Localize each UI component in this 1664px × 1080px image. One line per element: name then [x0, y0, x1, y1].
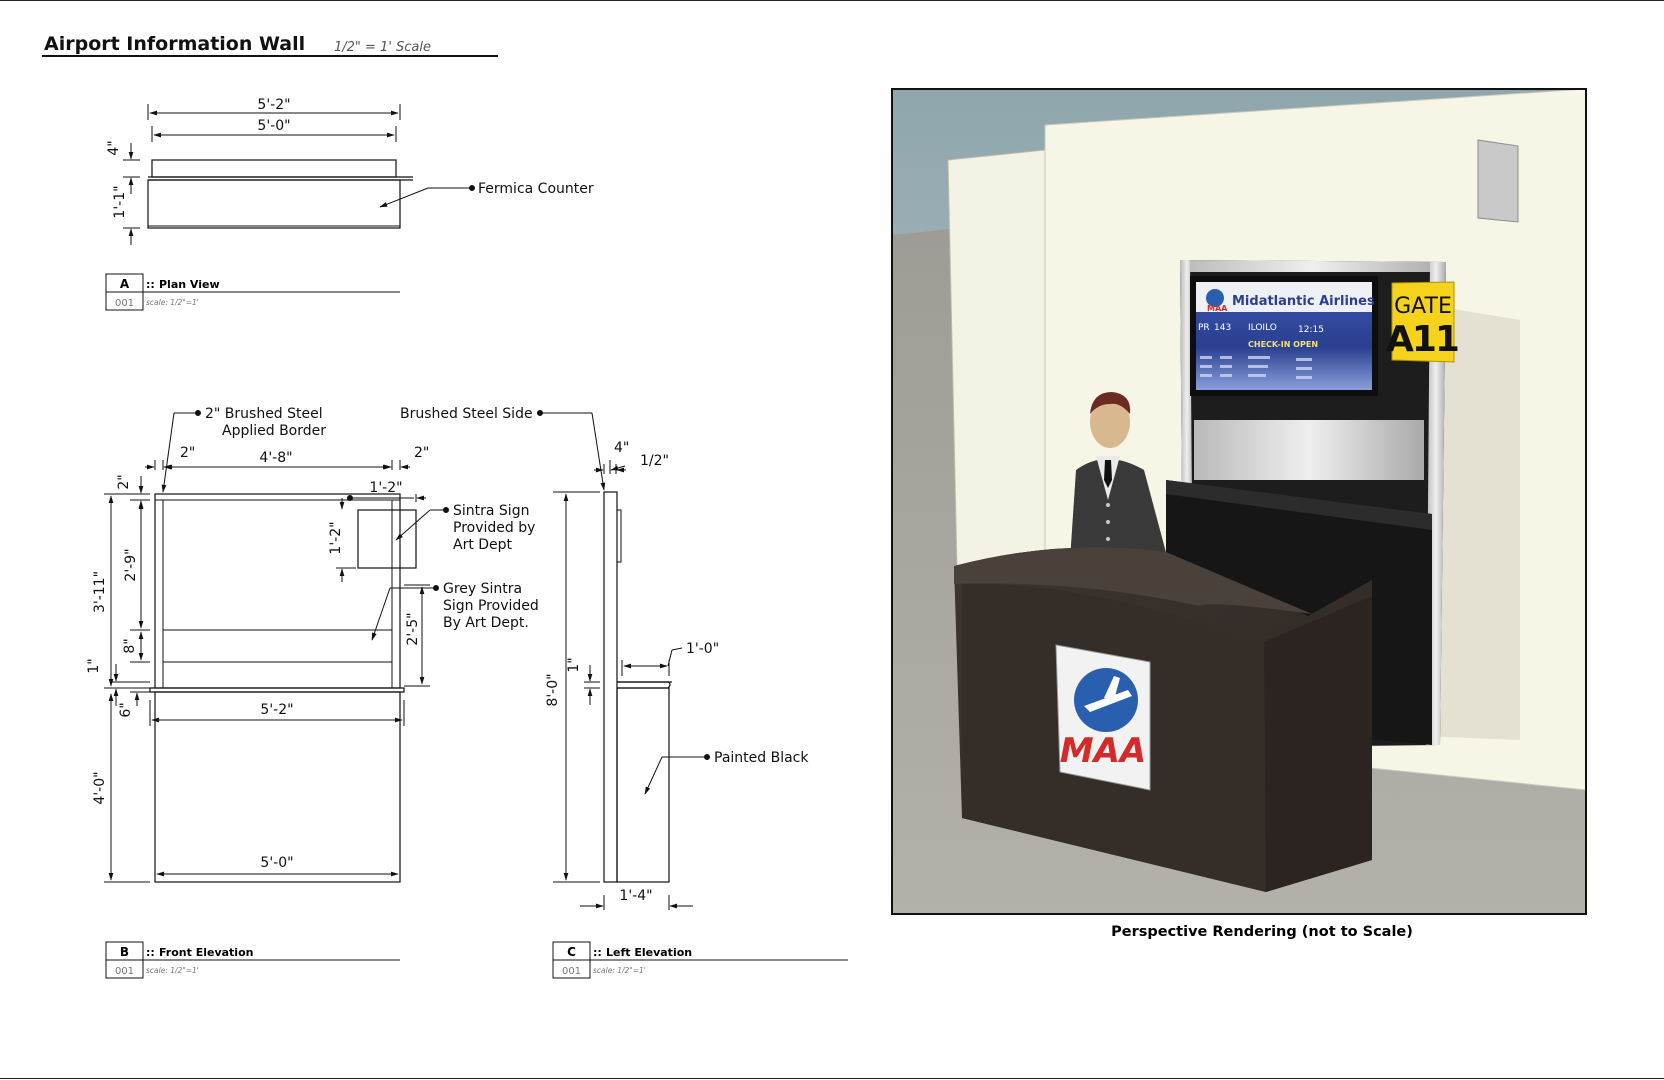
- left-tag-letter: C: [567, 945, 576, 959]
- left-counter-depth-dim: 1'-0": [686, 641, 719, 657]
- plan-overall-width-dim: 5'-2": [257, 97, 290, 113]
- left-base-depth-dim: 1'-4": [619, 888, 652, 904]
- plan-depth-counter-dim: 1'-1": [112, 185, 128, 218]
- plan-counter-callout: Fermica Counter: [478, 181, 594, 197]
- plan-tag-scale: scale: 1/2"=1': [146, 298, 199, 307]
- front-base-height-dim: 4'-0": [92, 771, 108, 804]
- left-elevation-tag: C :: Left Elevation 001 scale: 1/2"=1': [552, 941, 848, 979]
- plan-tag-letter: A: [120, 277, 130, 291]
- front-grey-callout-3: By Art Dept.: [443, 615, 529, 631]
- rendering-caption: Perspective Rendering (not to Scale): [1111, 924, 1413, 940]
- left-tag-name: Left Elevation: [606, 946, 692, 959]
- sheet-title: Airport Information Wall: [44, 33, 306, 55]
- plan-tag-name: Plan View: [159, 278, 220, 291]
- front-sign-height-dim: 1'-2": [328, 521, 344, 554]
- gate-word: GATE: [1394, 294, 1452, 319]
- left-side-thickness-dim: 1/2": [640, 453, 669, 469]
- left-overall-height-dim: 8'-0": [545, 673, 561, 706]
- sheet-bottom-border: [0, 1078, 1664, 1079]
- front-inner-span-dim: 4'-8": [259, 450, 292, 466]
- front-grey-sign-height-dim: 2'-5": [405, 612, 421, 645]
- left-side-depth-dim: 4": [614, 440, 629, 456]
- screen-flight-number: 143: [1214, 323, 1231, 333]
- front-grey-callout-2: Sign Provided: [443, 598, 539, 614]
- desk-logo-text: MAA: [1060, 731, 1146, 771]
- left-steel-callout: Brushed Steel Side: [400, 406, 533, 422]
- sheet-scale: 1/2" = 1' Scale: [334, 40, 432, 55]
- front-tag-sep: ::: [146, 946, 155, 959]
- front-shelf-gap-dim: 8": [122, 638, 138, 653]
- title-underline: [42, 55, 498, 57]
- screen-status: CHECK-IN OPEN: [1248, 340, 1318, 349]
- front-screen-height-dim: 2'-9": [123, 548, 139, 581]
- screen-departure-time: 12:15: [1298, 325, 1324, 335]
- front-tag-letter: B: [120, 945, 129, 959]
- plan-tag-sep: ::: [146, 278, 155, 291]
- front-border-callout-2: Applied Border: [222, 423, 326, 439]
- front-upper-height-dim: 3'-11": [92, 571, 108, 613]
- front-border-left-dim: 2": [180, 445, 195, 461]
- front-tag-number: 001: [115, 966, 134, 977]
- sheet-top-border: [0, 0, 1664, 1]
- left-tag-scale: scale: 1/2"=1': [593, 966, 646, 975]
- front-counter-thickness-dim: 1": [86, 658, 102, 673]
- screen-airline-name: Midatlantic Airlines: [1232, 294, 1375, 309]
- plan-view: [123, 104, 475, 245]
- front-tag-name: Front Elevation: [159, 946, 253, 959]
- left-tag-number: 001: [562, 966, 581, 977]
- front-tag-scale: scale: 1/2"=1': [146, 966, 199, 975]
- front-base-width-dim: 5'-0": [260, 855, 293, 871]
- front-grey-callout-1: Grey Sintra: [443, 581, 522, 597]
- left-tag-sep: ::: [593, 946, 602, 959]
- front-counter-overhang-dim: 6": [118, 702, 134, 717]
- left-painted-callout: Painted Black: [714, 750, 809, 766]
- front-border-right-dim: 2": [414, 445, 429, 461]
- front-elevation: [104, 410, 449, 883]
- plan-tag-number: 001: [115, 298, 134, 309]
- front-counter-width-dim: 5'-2": [260, 702, 293, 718]
- perspective-rendering: MAA Midatlantic Airlines PR 143 ILOILO 1…: [891, 88, 1587, 915]
- front-sintra-callout-1: Sintra Sign: [453, 503, 529, 519]
- left-elevation: [537, 410, 710, 910]
- front-sign-width-dim: 1'-2": [369, 480, 402, 496]
- screen-flight-prefix: PR: [1198, 323, 1210, 333]
- plan-inner-width-dim: 5'-0": [257, 118, 290, 134]
- front-sintra-callout-2: Provided by: [453, 520, 535, 536]
- plan-view-tag: A :: Plan View 001 scale: 1/2"=1': [105, 273, 400, 311]
- front-top-gap-dim: 2": [116, 474, 132, 489]
- screen-logo-text: MAA: [1207, 304, 1228, 313]
- gate-number: A11: [1386, 319, 1458, 360]
- left-counter-thickness-dim: 1": [566, 657, 582, 672]
- front-border-callout-1: 2" Brushed Steel: [205, 406, 323, 422]
- front-sintra-callout-3: Art Dept: [453, 537, 513, 553]
- plan-depth-top-dim: 4": [106, 140, 122, 155]
- screen-destination: ILOILO: [1248, 323, 1277, 333]
- front-elevation-tag: B :: Front Elevation 001 scale: 1/2"=1': [105, 941, 400, 979]
